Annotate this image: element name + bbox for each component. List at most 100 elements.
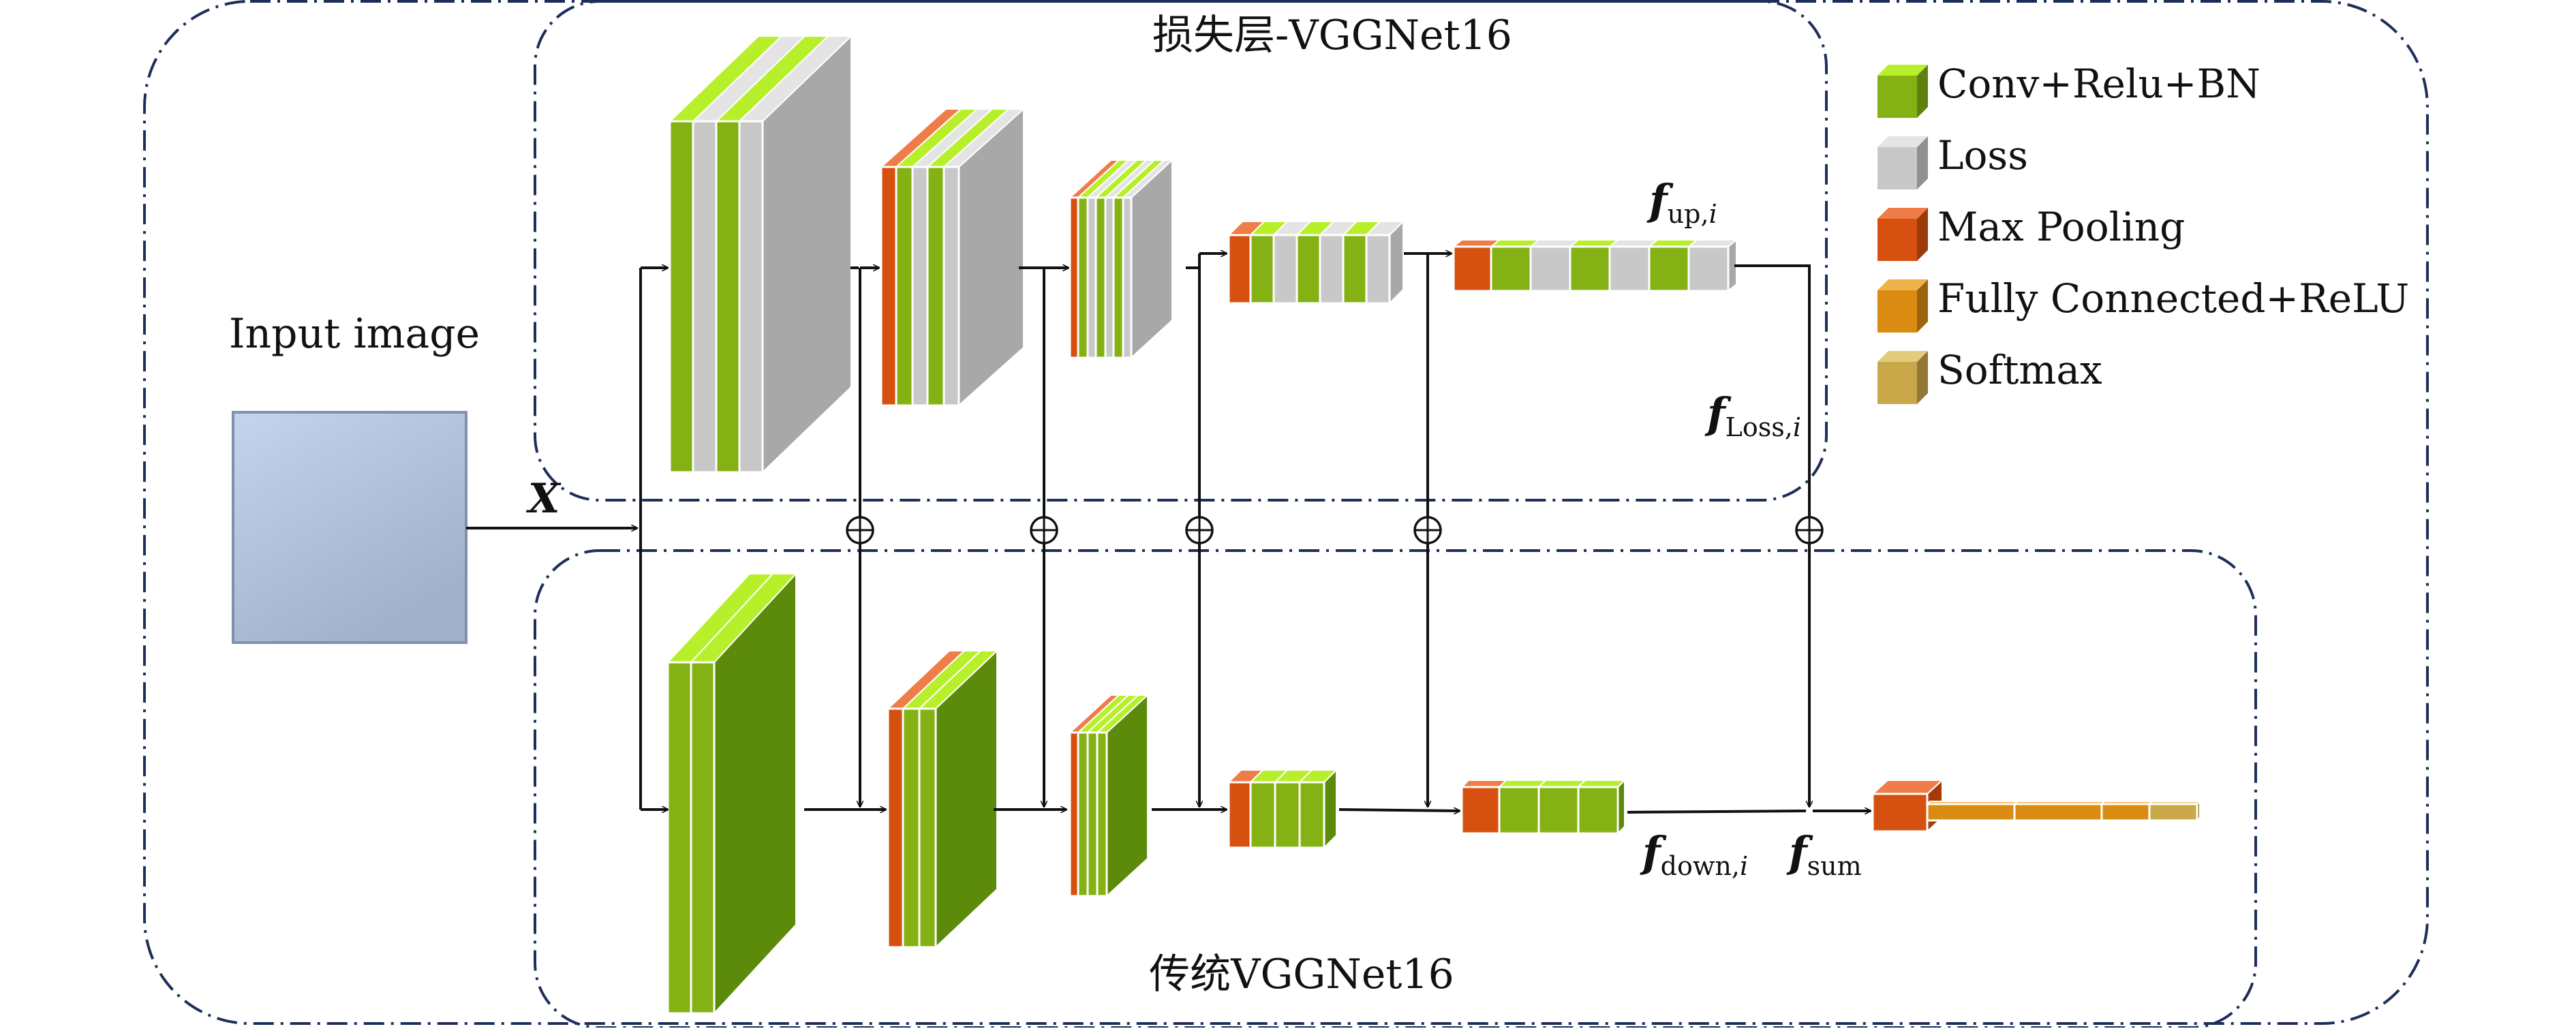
lower-network-title: 传统VGGNet16 (1149, 951, 1454, 998)
upper-block-5-slab-6 (1687, 245, 1730, 292)
lower-block-3-slab-2 (1086, 731, 1099, 897)
lower-block-5-slab-2 (1537, 786, 1580, 835)
upper-block-2-slab-0 (880, 166, 898, 407)
upper-block-3-slab-4 (1104, 196, 1115, 359)
lower5-to-sum (1627, 810, 1807, 814)
f-sum-label: fsum (1786, 827, 1862, 881)
upper-block-4-slab-6 (1365, 234, 1391, 305)
upper-block-2-slab-2 (911, 166, 929, 407)
f-down-label: fdown,i (1640, 827, 1748, 881)
classifier-fc-slab-2 (2100, 803, 2151, 822)
lower-block-4-slab-1 (1249, 781, 1276, 849)
lower-block-4-slab-3 (1298, 781, 1325, 849)
lower-block-5-slab-3 (1577, 786, 1619, 835)
upper-block-2-slab-4 (942, 166, 960, 407)
upper-block-3-slab-5 (1112, 196, 1124, 359)
sum-node-2 (1030, 516, 1058, 544)
input-image-label: Input image (229, 310, 480, 358)
lower-block-2-slab-1 (902, 707, 921, 949)
sum-nodes (846, 516, 1824, 544)
upper-block-4 (1227, 219, 1405, 305)
legend-label-pool: Max Pooling (1937, 204, 2185, 250)
upper-block-3-slab-1 (1077, 196, 1089, 359)
upper-block-3 (1068, 158, 1174, 360)
upper-block-3-slab-2 (1086, 196, 1097, 359)
upper-block-1-slab-0 (669, 120, 694, 474)
classifier-softmax (2147, 799, 2202, 822)
classifier-fc (1925, 799, 2154, 822)
upper-block-5-slab-3 (1569, 245, 1611, 292)
lower-block-3-slab-1 (1077, 731, 1089, 897)
lower-block-3-slab-3 (1096, 731, 1108, 897)
upper-block-5-slab-5 (1648, 245, 1690, 292)
sum-node-5 (1795, 516, 1824, 544)
legend-swatch-softmax-side (1917, 351, 1928, 404)
lower-block-3-slab-0 (1069, 731, 1079, 897)
upper-block-2-slab-3 (926, 166, 945, 407)
upper-block-1-slab-3 (738, 120, 764, 474)
upper-block-3-slab-3 (1094, 196, 1107, 359)
legend-swatch-loss-side (1917, 136, 1928, 189)
classifier-fc-slab-0 (1926, 803, 2016, 822)
f-loss-label: fLoss,i (1704, 388, 1801, 442)
lower-block-2-slab-2 (918, 707, 937, 949)
upper-block-5-slab-4 (1608, 245, 1651, 292)
f-up-label: fup,i (1646, 175, 1717, 229)
lower-block-4 (1227, 768, 1338, 850)
lower-block-2-slab-0 (887, 707, 904, 949)
upper-block-3-slab-6 (1122, 196, 1133, 359)
sum-node-4 (1413, 516, 1442, 544)
legend-swatch-pool (1877, 219, 1917, 261)
upper-block-2 (879, 107, 1026, 407)
legend-item-conv: Conv+Relu+BN (1877, 61, 2260, 118)
legend-swatch-loss-top (1877, 136, 1928, 147)
outer-frame (143, 0, 2429, 1025)
lower-block-4-slab-0 (1227, 781, 1252, 849)
legend-swatch-loss (1877, 147, 1917, 189)
x-label: X (525, 475, 562, 523)
lower-block-4-side (1323, 768, 1337, 850)
upper-block-3-slab-0 (1069, 196, 1079, 359)
classifier-softmax-slab-0 (2148, 803, 2198, 822)
lower-block-5 (1460, 778, 1627, 835)
legend-swatch-pool-side (1917, 208, 1928, 261)
lower-block-5-slab-1 (1498, 786, 1540, 835)
legend-swatch-softmax (1877, 362, 1917, 404)
lower-block-1-slab-0 (666, 661, 692, 1015)
sum-node-1 (846, 516, 874, 544)
legend-swatch-fc (1877, 290, 1917, 333)
upper-block-4-slab-2 (1272, 234, 1298, 305)
classifier-fc-slab-1 (2013, 803, 2103, 822)
lower-block-1-slab-1 (690, 661, 716, 1015)
legend-item-pool: Max Pooling (1877, 204, 2185, 261)
legend-item-loss: Loss (1877, 132, 2028, 189)
classifier-pool-slab-0 (1871, 793, 1929, 833)
f-up-to-sum (1734, 264, 1809, 807)
upper-block-1-slab-1 (692, 120, 718, 474)
network-layers (666, 34, 2202, 1015)
legend-swatch-softmax-top (1877, 351, 1928, 362)
upper-block-1-slab-2 (715, 120, 741, 474)
legend-swatch-fc-top (1877, 279, 1928, 290)
upper-block-5-slab-0 (1452, 245, 1492, 292)
lower4-to-lower5 (1338, 810, 1460, 811)
lower-block-4-slab-2 (1274, 781, 1301, 849)
legend-swatch-conv (1877, 76, 1917, 118)
upper-block-4-slab-5 (1342, 234, 1368, 305)
upper-block-1 (668, 34, 853, 474)
legend-label-conv: Conv+Relu+BN (1937, 61, 2260, 107)
upper-block-4-slab-1 (1249, 234, 1275, 305)
lower-block-1 (666, 572, 798, 1015)
connections (466, 253, 1871, 812)
input-image (232, 411, 467, 644)
upper-block-4-slab-3 (1295, 234, 1321, 305)
lower-block-5-slab-0 (1460, 786, 1501, 835)
upper-frame (534, 0, 1828, 502)
legend-swatch-fc-side (1917, 279, 1928, 333)
lower-block-3 (1068, 693, 1150, 898)
upper-block-4-slab-0 (1227, 234, 1252, 305)
lower-block-2 (886, 649, 999, 949)
legend-swatch-conv-side (1917, 65, 1928, 118)
